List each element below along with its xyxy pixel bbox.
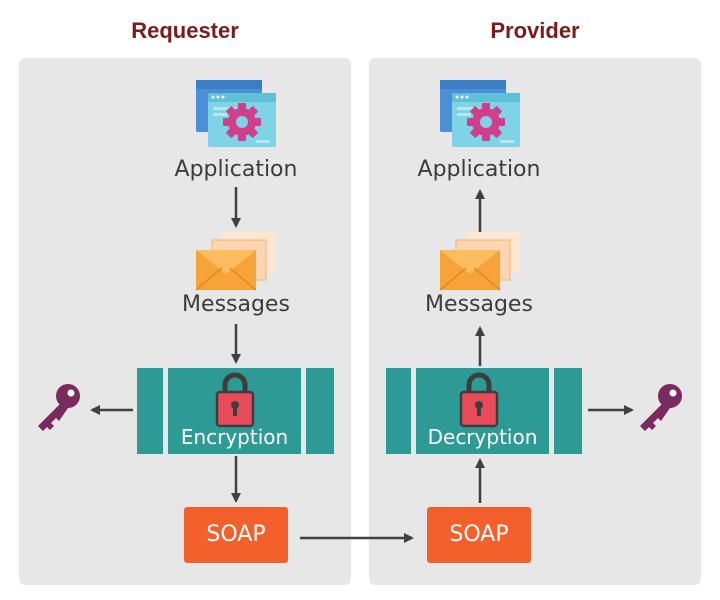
decryption-label: Decryption	[427, 425, 538, 449]
application-icon	[440, 80, 520, 147]
provider-application-label: Application	[417, 157, 541, 182]
requester-panel	[19, 58, 351, 585]
provider-panel	[369, 58, 701, 585]
requester-messages-label: Messages	[182, 292, 290, 317]
requester-soap-box: SOAP	[184, 507, 288, 563]
provider-soap-box: SOAP	[427, 507, 531, 563]
requester-application-label: Application	[174, 157, 298, 182]
provider-title: Provider	[490, 18, 580, 43]
requester-title: Requester	[131, 18, 239, 43]
application-icon	[196, 80, 276, 147]
key-icon	[640, 384, 682, 431]
messages-icon	[195, 231, 277, 291]
key-icon	[38, 384, 80, 431]
encryption-label: Encryption	[180, 425, 289, 449]
messages-icon	[439, 231, 521, 291]
provider-messages-label: Messages	[425, 292, 533, 317]
